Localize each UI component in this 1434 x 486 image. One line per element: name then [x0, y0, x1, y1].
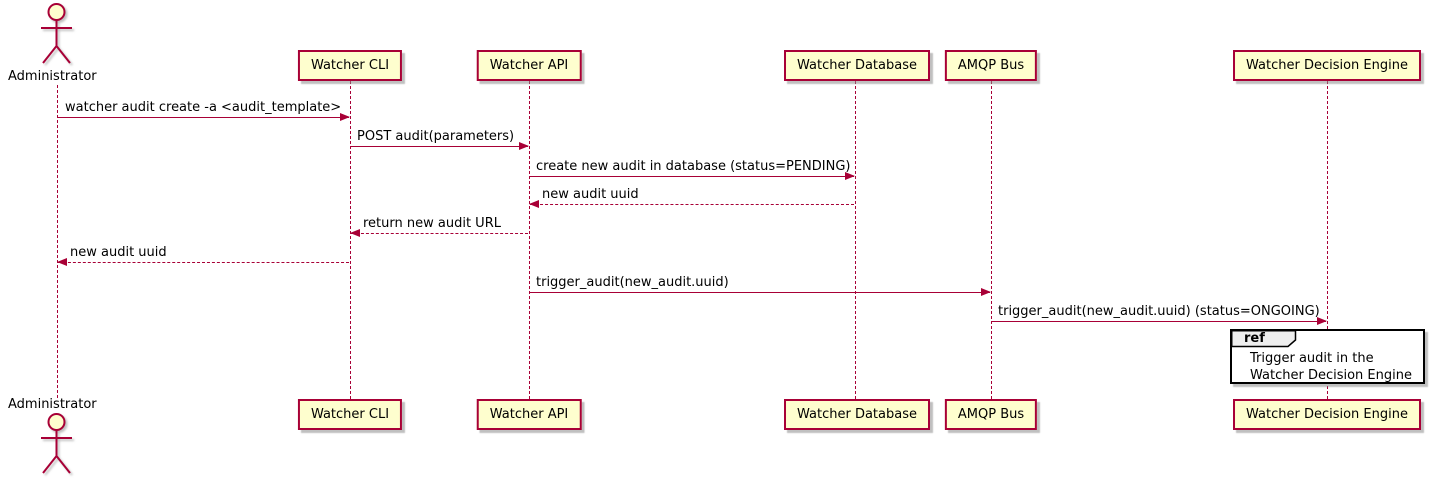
participant-watcher-decision-engine-top: Watcher Decision Engine	[1233, 50, 1421, 81]
lifeline-administrator	[57, 85, 58, 398]
participant-watcher-database-bottom: Watcher Database	[784, 399, 930, 430]
actor-label-top: Administrator	[8, 69, 97, 84]
message-line	[58, 262, 349, 263]
message-line	[58, 117, 349, 118]
ref-tab-icon	[1231, 330, 1297, 348]
message-label: trigger_audit(new_audit.uuid) (status=ON…	[998, 304, 1320, 319]
arrowhead-left-icon	[57, 258, 67, 266]
participant-watcher-api-bottom: Watcher API	[476, 399, 582, 430]
participant-amqp-bus-top: AMQP Bus	[944, 50, 1038, 81]
participant-watcher-decision-engine-bottom: Watcher Decision Engine	[1233, 399, 1421, 430]
message-line	[530, 204, 854, 205]
message-label: new audit uuid	[70, 245, 167, 260]
ref-text-line2: Watcher Decision Engine	[1250, 368, 1412, 383]
participant-watcher-cli-bottom: Watcher CLI	[297, 399, 403, 430]
message-line	[992, 321, 1326, 322]
arrowhead-right-icon	[1317, 317, 1327, 325]
lifeline-watcher-cli	[350, 81, 351, 399]
lifeline-watcher-database	[855, 81, 856, 399]
arrowhead-right-icon	[981, 288, 991, 296]
message-label: POST audit(parameters)	[357, 129, 515, 144]
arrowhead-right-icon	[845, 172, 855, 180]
lifeline-watcher-api	[529, 81, 530, 399]
ref-text: Trigger audit in the Watcher Decision En…	[1250, 350, 1412, 384]
actor-icon	[41, 413, 72, 474]
lifeline-watcher-decision-engine	[1327, 81, 1328, 399]
message-line	[530, 176, 854, 177]
participant-watcher-api-top: Watcher API	[476, 50, 582, 81]
participant-watcher-cli-top: Watcher CLI	[297, 50, 403, 81]
message-line	[530, 292, 990, 293]
arrowhead-left-icon	[529, 200, 539, 208]
participant-amqp-bus-bottom: AMQP Bus	[944, 399, 1038, 430]
message-line	[351, 146, 528, 147]
lifeline-amqp-bus	[991, 81, 992, 399]
arrowhead-left-icon	[350, 229, 360, 237]
message-label: watcher audit create -a <audit_template>	[65, 100, 342, 115]
message-label: create new audit in database (status=PEN…	[536, 159, 851, 174]
actor-label-bottom: Administrator	[8, 397, 97, 412]
message-label: new audit uuid	[542, 187, 639, 202]
actor-icon	[41, 3, 72, 64]
ref-text-line1: Trigger audit in the	[1250, 351, 1374, 366]
ref-keyword: ref	[1244, 331, 1265, 346]
arrowhead-right-icon	[340, 113, 350, 121]
message-label: trigger_audit(new_audit.uuid)	[536, 275, 729, 290]
message-label: return new audit URL	[363, 216, 501, 231]
message-line	[351, 233, 528, 234]
participant-watcher-database-top: Watcher Database	[784, 50, 930, 81]
ref-fragment: ref Trigger audit in the Watcher Decisio…	[1230, 329, 1425, 384]
arrowhead-right-icon	[519, 142, 529, 150]
